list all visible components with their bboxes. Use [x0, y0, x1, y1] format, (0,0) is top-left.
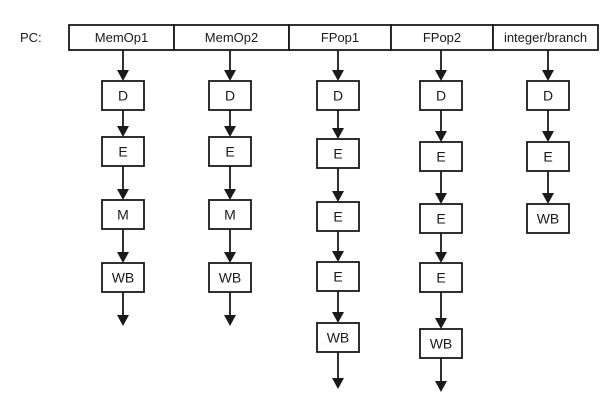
arrow-head — [332, 312, 344, 323]
pipeline-column: D E WB — [526, 50, 570, 234]
stage-label: WB — [219, 270, 242, 286]
stage-label: WB — [537, 211, 560, 227]
arrow-head — [435, 252, 447, 263]
stage-label: WB — [327, 330, 350, 346]
arrow-head — [542, 193, 554, 204]
stage-box — [101, 80, 145, 111]
stage-label: E — [436, 270, 445, 286]
slot-cell — [288, 24, 392, 51]
slot-label: MemOp1 — [95, 30, 148, 45]
pipelines: D E M WB D E M WB D E E E WB D E E E WB D E WB — [101, 50, 570, 392]
stage-label: E — [333, 269, 342, 285]
arrow-head — [332, 378, 344, 389]
stage-label: M — [224, 207, 236, 223]
stage-label: D — [543, 88, 553, 104]
stage-box — [101, 262, 145, 293]
stage-label: E — [118, 144, 127, 160]
stage-label: E — [436, 211, 445, 227]
stage-label: E — [333, 209, 342, 225]
stage-label: WB — [112, 270, 135, 286]
stage-label: E — [543, 149, 552, 165]
pipeline-column: D E M WB — [101, 50, 145, 326]
arrow-head — [332, 70, 344, 81]
arrow-head — [435, 131, 447, 142]
arrow-head — [332, 191, 344, 202]
arrow-head — [542, 70, 554, 81]
arrow-head — [435, 70, 447, 81]
arrow-head — [224, 70, 236, 81]
arrow-head — [224, 126, 236, 137]
stage-label: E — [333, 146, 342, 162]
arrow-head — [435, 193, 447, 204]
slot-label: MemOp2 — [205, 30, 258, 45]
stage-label: D — [225, 88, 235, 104]
stage-label: E — [225, 144, 234, 160]
stage-box — [526, 203, 570, 234]
arrow-head — [332, 251, 344, 262]
stage-box — [419, 328, 463, 359]
stage-box — [316, 80, 360, 111]
arrow-head — [435, 318, 447, 329]
pipeline-column: D E M WB — [208, 50, 252, 326]
stage-label: D — [436, 88, 446, 104]
stage-label: WB — [430, 336, 453, 352]
arrow-head — [542, 131, 554, 142]
stage-box — [316, 322, 360, 353]
arrow-head — [117, 189, 129, 200]
pc-label: PC: — [20, 30, 42, 45]
stage-box — [316, 201, 360, 232]
arrow-head — [117, 70, 129, 81]
slot-cell — [68, 24, 175, 51]
arrow-head — [224, 189, 236, 200]
slot-cell — [492, 24, 599, 51]
arrow-head — [117, 252, 129, 263]
stage-box — [419, 203, 463, 234]
stage-box — [101, 136, 145, 167]
stage-box — [419, 80, 463, 111]
stage-label: D — [118, 88, 128, 104]
pc-instruction-bar: MemOp1 MemOp2 FPop1 FPop2 integer/branch — [68, 24, 599, 51]
stage-box — [208, 136, 252, 167]
slot-label: FPop2 — [423, 30, 461, 45]
stage-box — [526, 141, 570, 172]
arrow-head — [117, 315, 129, 326]
arrow-head — [332, 128, 344, 139]
pipeline-column: D E E E WB — [316, 50, 360, 389]
arrow-head — [224, 315, 236, 326]
stage-box — [208, 262, 252, 293]
stage-label: E — [436, 149, 445, 165]
pipeline-column: D E E E WB — [419, 50, 463, 392]
stage-label: D — [333, 88, 343, 104]
stage-box — [208, 80, 252, 111]
arrow-head — [224, 252, 236, 263]
stage-label: M — [117, 207, 129, 223]
slot-cell — [173, 24, 290, 51]
stage-box — [101, 199, 145, 230]
arrow-head — [435, 381, 447, 392]
arrow-head — [117, 126, 129, 137]
slot-label: FPop1 — [321, 30, 359, 45]
slot-label: integer/branch — [504, 30, 587, 45]
